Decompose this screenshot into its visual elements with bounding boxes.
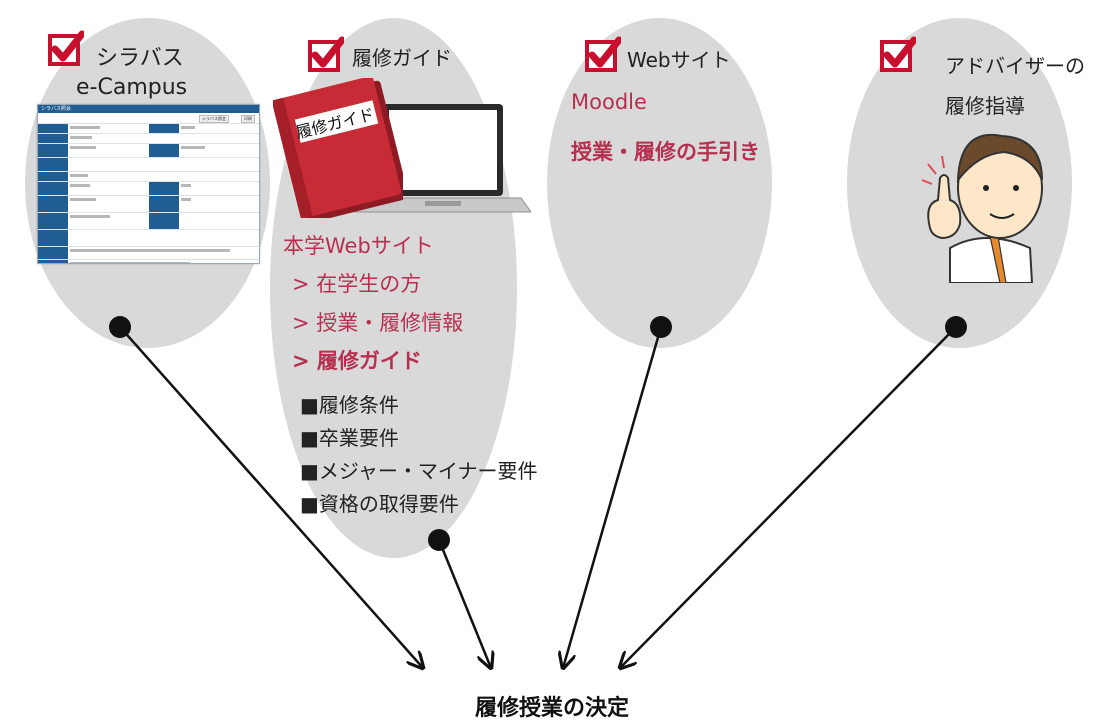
book-icon <box>273 78 403 218</box>
path-step-4: > 履修ガイド <box>292 349 422 373</box>
ellipse-website <box>547 18 772 348</box>
guide-link: 授業・履修の手引き <box>571 140 760 164</box>
checkbox-checked-icon <box>880 36 916 72</box>
connector-dot <box>650 316 672 338</box>
connector-dot <box>428 529 450 551</box>
syllabus-search-button: シラバス照会 <box>199 115 229 123</box>
advisor-title-line1: アドバイザーの <box>945 54 1085 78</box>
checkbox-checked-icon <box>48 30 84 66</box>
syllabus-print-button: 印刷 <box>241 115 255 123</box>
list-item: ■履修条件 <box>300 393 399 417</box>
arrow-rishu-guide <box>437 539 491 668</box>
rishu-guide-title: 履修ガイド <box>352 46 452 70</box>
path-root: 本学Webサイト <box>283 234 434 258</box>
arrow-advisor <box>620 326 957 668</box>
path-step-3: > 授業・履修情報 <box>292 311 464 335</box>
moodle-link: Moodle <box>571 90 647 114</box>
arrow-syllabus <box>119 326 423 668</box>
list-item: ■卒業要件 <box>300 426 399 450</box>
advisor-title-line2: 履修指導 <box>945 94 1025 118</box>
syllabus-table <box>38 123 259 263</box>
syllabus-title: シラバス <box>96 46 184 71</box>
advisor-person-icon <box>921 134 1043 283</box>
connector-dot <box>945 316 967 338</box>
arrow-website <box>563 326 663 668</box>
path-step-2: > 在学生の方 <box>292 272 422 296</box>
checkbox-checked-icon <box>308 36 344 72</box>
laptop-icon <box>354 104 531 213</box>
syllabus-header-bar: シラバス照会 <box>38 105 259 113</box>
syllabus-subtitle: e-Campus <box>76 75 188 100</box>
decision-title: 履修授業の決定 <box>474 696 629 721</box>
syllabus-screenshot: シラバス照会 シラバス照会 印刷 <box>37 104 260 264</box>
connector-dot <box>109 316 131 338</box>
list-item: ■資格の取得要件 <box>300 492 459 516</box>
website-title: Webサイト <box>627 48 731 72</box>
checkbox-checked-icon <box>585 36 621 72</box>
list-item: ■メジャー・マイナー要件 <box>300 459 538 483</box>
